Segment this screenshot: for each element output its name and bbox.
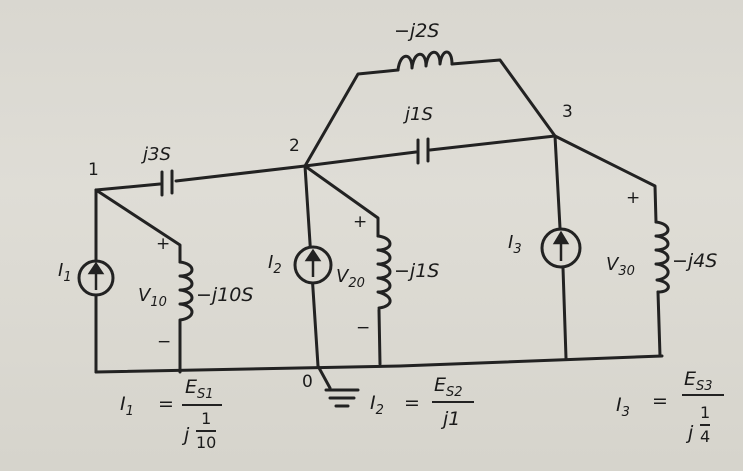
source-label-i2: I2	[268, 252, 282, 277]
admittance-j1s: j1S	[405, 104, 433, 125]
wire-n2-up	[303, 68, 400, 168]
equation-2-denominator: j1	[443, 408, 461, 430]
wire-i3-bottom	[561, 266, 568, 360]
inductor-coil	[654, 220, 670, 294]
voltage-label-v20: V20	[336, 266, 365, 291]
equation-2-equals: =	[404, 392, 420, 414]
polarity-plus: +	[353, 212, 368, 232]
admittance-minus-j10s: −j10S	[196, 284, 254, 306]
source-label-i3: I3	[508, 232, 522, 257]
wire-cap-n3	[428, 134, 557, 152]
wire-n2-cap	[303, 150, 418, 168]
polarity-plus: +	[156, 234, 171, 254]
inductor-coil	[396, 50, 454, 72]
ground-stem	[316, 364, 332, 390]
inductor-coil	[178, 260, 194, 324]
equation-1-inner-fraction: 1 10	[196, 409, 217, 452]
equation-3-numerator: ES3	[684, 368, 713, 394]
admittance-minus-j4s: −j4S	[672, 250, 718, 272]
wire-n1-cap	[94, 182, 162, 192]
wire-cap-n2	[174, 164, 307, 183]
admittance-minus-j2s: −j2S	[394, 20, 440, 42]
wire-n3-diag	[553, 134, 658, 224]
admittance-minus-j1s: −j1S	[394, 260, 440, 282]
equation-3-inner-fraction: 1 4	[700, 403, 711, 446]
wire-n2-diag	[303, 164, 380, 238]
voltage-label-v30: V30	[606, 254, 635, 279]
equation-1-lhs: I1	[120, 393, 134, 419]
equation-1-denominator-j: j	[184, 424, 190, 446]
node-label-1: 1	[88, 160, 99, 180]
node-label-2: 2	[289, 136, 300, 156]
polarity-minus: −	[157, 332, 172, 352]
wire-n3-down	[553, 134, 562, 230]
equation-2-lhs: I2	[370, 392, 384, 418]
equation-1-numerator: ES1	[185, 376, 214, 402]
polarity-minus: −	[356, 318, 371, 338]
equation-2-numerator: ES2	[434, 374, 463, 400]
polarity-plus: +	[626, 188, 641, 208]
equation-3-denominator-j: j	[688, 422, 694, 444]
equation-1-equals: =	[158, 393, 174, 415]
arrow-up-icon	[304, 248, 322, 262]
equation-3-equals: =	[652, 390, 668, 412]
wire-ind2-bottom	[377, 308, 382, 366]
arrow-up-icon	[552, 230, 570, 245]
arrow-up-icon	[87, 261, 105, 275]
source-label-i1: I1	[58, 260, 72, 285]
inductor-coil	[376, 234, 392, 310]
wire-n1-diag	[94, 188, 182, 264]
equation-3-lhs: I3	[616, 394, 630, 420]
node-label-3: 3	[562, 102, 573, 122]
admittance-j3s: j3S	[143, 144, 171, 165]
ground-rail	[94, 354, 664, 374]
voltage-label-v10: V10	[138, 285, 167, 310]
node-label-0: 0	[302, 372, 313, 392]
wire-ind-top-right	[450, 58, 557, 138]
wire-ind3-bottom	[656, 290, 662, 358]
